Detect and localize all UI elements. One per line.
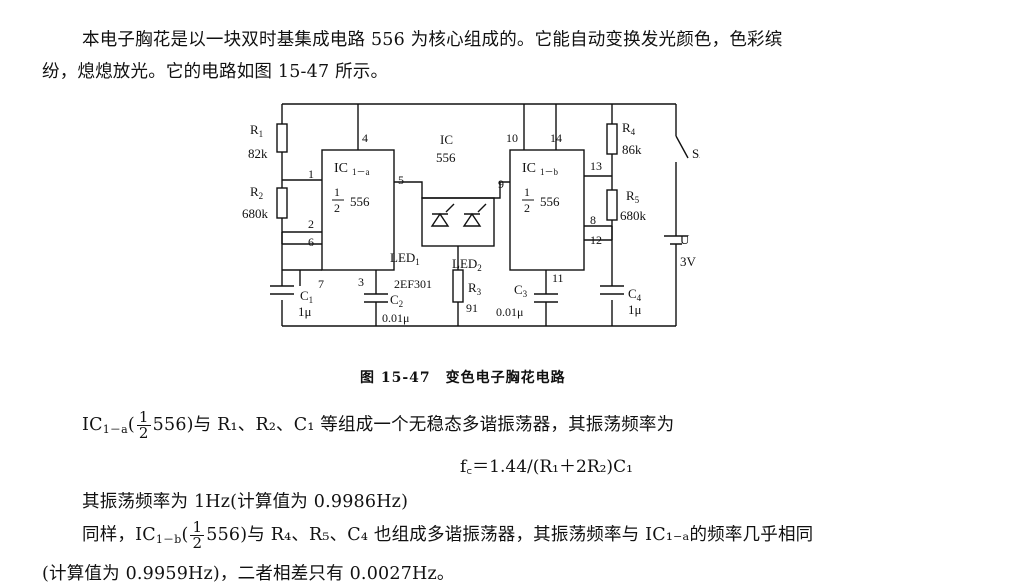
svg-text:4: 4: [362, 131, 368, 145]
svg-text:R2: R2: [250, 184, 263, 201]
para-2: 其振荡频率为 1Hz(计算值为 0.9986Hz): [82, 492, 409, 512]
svg-text:U: U: [680, 232, 690, 247]
para-4: (计算值为 0.9959Hz)，二者相差只有 0.0027Hz。: [42, 564, 455, 584]
svg-text:91: 91: [466, 301, 478, 315]
svg-text:1: 1: [524, 185, 530, 199]
r3-resistor: [452, 269, 464, 303]
svg-text:C2: C2: [390, 292, 403, 309]
svg-text:LED1: LED1: [390, 250, 420, 267]
svg-text:IC: IC: [440, 132, 453, 147]
c4-value: 1μ: [628, 302, 642, 317]
svg-text:R3: R3: [468, 280, 482, 297]
ic-b-box: [509, 149, 585, 271]
r5-resistor: [606, 189, 618, 221]
svg-text:556: 556: [540, 194, 560, 209]
svg-text:13: 13: [590, 159, 602, 173]
battery: [664, 235, 688, 326]
svg-text:5: 5: [398, 173, 404, 187]
svg-text:3V: 3V: [680, 254, 697, 269]
svg-text:0.01μ: 0.01μ: [382, 311, 409, 325]
svg-text:IC1－b: IC1－b: [522, 161, 559, 177]
c4-capacitor: [600, 285, 624, 295]
svg-text:2: 2: [308, 217, 314, 231]
svg-text:12: 12: [590, 233, 602, 247]
svg-text:IC1－a: IC1－a: [334, 161, 370, 177]
svg-text:R1: R1: [250, 122, 263, 139]
svg-text:6: 6: [308, 235, 314, 249]
svg-text:R5: R5: [626, 188, 640, 205]
r4-resistor: [606, 123, 618, 155]
svg-text:9: 9: [498, 177, 504, 191]
r5-value: 680k: [620, 208, 647, 223]
svg-text:14: 14: [550, 131, 562, 145]
svg-text:3: 3: [358, 275, 364, 289]
sa-switch: [675, 104, 689, 236]
svg-text:2: 2: [524, 201, 530, 215]
r1-value: 82k: [248, 146, 268, 161]
svg-text:556: 556: [350, 194, 370, 209]
intro-line-2: 纷，熄熄放光。它的电路如图 15-47 所示。: [42, 62, 389, 82]
svg-text:1: 1: [308, 167, 314, 181]
svg-text:10: 10: [506, 131, 518, 145]
svg-text:7: 7: [318, 277, 324, 291]
svg-text:0.01μ: 0.01μ: [496, 305, 523, 319]
r1-resistor: [276, 123, 288, 153]
svg-text:SA: SA: [692, 146, 700, 161]
svg-text:11: 11: [552, 271, 564, 285]
frequency-formula: f꜀＝1.44/(R₁＋2R₂)C₁: [460, 457, 633, 477]
svg-text:1: 1: [334, 185, 340, 199]
svg-text:LED2: LED2: [452, 256, 482, 273]
svg-text:556: 556: [436, 150, 456, 165]
r2-resistor: [276, 187, 288, 219]
r2-value: 680k: [242, 206, 269, 221]
figure-caption: 图 15-47 变色电子胸花电路: [360, 370, 566, 386]
svg-text:R4: R4: [622, 120, 636, 137]
svg-text:2EF301: 2EF301: [394, 277, 432, 291]
c1-value: 1μ: [298, 304, 312, 319]
svg-text:2: 2: [334, 201, 340, 215]
intro-line-1: 本电子胸花是以一块双时基集成电路 556 为核心组成的。它能自动变换发光颜色，色…: [82, 30, 783, 50]
svg-text:C1: C1: [300, 288, 313, 305]
svg-text:8: 8: [590, 213, 596, 227]
c1-capacitor: [270, 285, 294, 295]
r4-value: 86k: [622, 142, 642, 157]
svg-text:C4: C4: [628, 286, 642, 303]
led-frame: [421, 197, 495, 247]
svg-text:C3: C3: [514, 282, 528, 299]
